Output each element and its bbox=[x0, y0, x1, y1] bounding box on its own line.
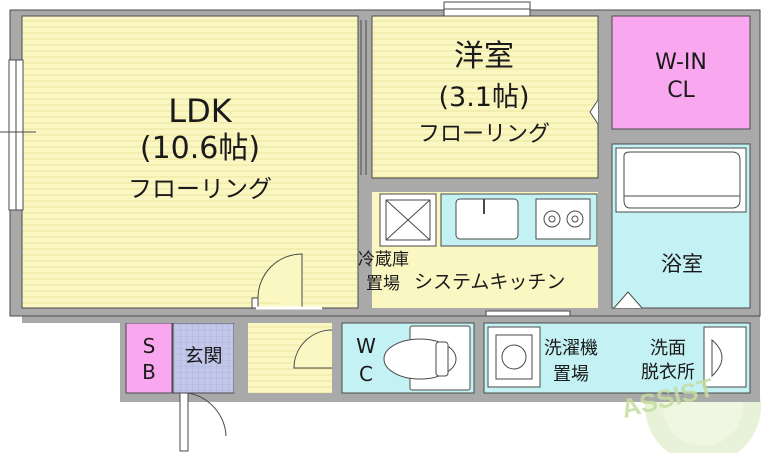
toilet-icon bbox=[383, 325, 471, 391]
closet-door-icon bbox=[589, 99, 599, 125]
kitchen-label: システムキッチン bbox=[414, 271, 566, 293]
western-room-size: (3.1帖) bbox=[438, 82, 530, 113]
western-room-window bbox=[443, 1, 531, 17]
shoe-box-label-line2: B bbox=[142, 360, 156, 384]
stove-icon bbox=[535, 198, 591, 240]
walk-in-closet-floor bbox=[612, 16, 750, 129]
toilet-label-line1: W bbox=[356, 334, 376, 358]
closet-label-line1: W-IN bbox=[655, 50, 707, 75]
washer-label-line1: 洗濯機 bbox=[544, 338, 598, 359]
washbasin-icon bbox=[703, 326, 747, 388]
bathroom-label: 浴室 bbox=[661, 252, 703, 276]
washroom-label-line1: 洗面 bbox=[650, 338, 686, 359]
ldk-floor-type: フローリング bbox=[128, 175, 272, 203]
entrance-label: 玄関 bbox=[184, 345, 223, 367]
ldk-name: LDK bbox=[168, 92, 232, 130]
fridge-label-line1: 冷蔵庫 bbox=[358, 250, 409, 270]
western-room-floor-type: フローリング bbox=[417, 122, 550, 147]
western-room-name: 洋室 bbox=[454, 39, 514, 74]
washroom-label-line2: 脱衣所 bbox=[641, 362, 695, 383]
toilet-door-icon bbox=[293, 329, 333, 369]
ldk-window bbox=[0, 59, 36, 211]
toilet-label-line2: C bbox=[359, 362, 373, 386]
shoe-box-label-line1: S bbox=[142, 334, 156, 358]
washer-label-line2: 置場 bbox=[553, 364, 589, 385]
bathtub-icon bbox=[615, 147, 747, 213]
shoe-box-floor bbox=[125, 322, 173, 394]
western-room-floor bbox=[372, 16, 598, 178]
fridge-space-icon bbox=[385, 199, 431, 241]
washroom-door-icon bbox=[485, 310, 571, 317]
closet-label-line2: CL bbox=[667, 78, 695, 103]
ldk-door-icon bbox=[251, 253, 322, 310]
ldk-size: (10.6帖) bbox=[139, 131, 261, 166]
sliding-door bbox=[360, 20, 367, 175]
washing-machine-icon bbox=[487, 326, 541, 388]
kitchen-sink-icon bbox=[455, 198, 519, 240]
fridge-label-line2: 置場 bbox=[366, 274, 400, 294]
entrance-door-icon bbox=[179, 392, 227, 452]
interior-walls bbox=[22, 16, 760, 393]
bathroom-door-icon bbox=[613, 291, 643, 309]
